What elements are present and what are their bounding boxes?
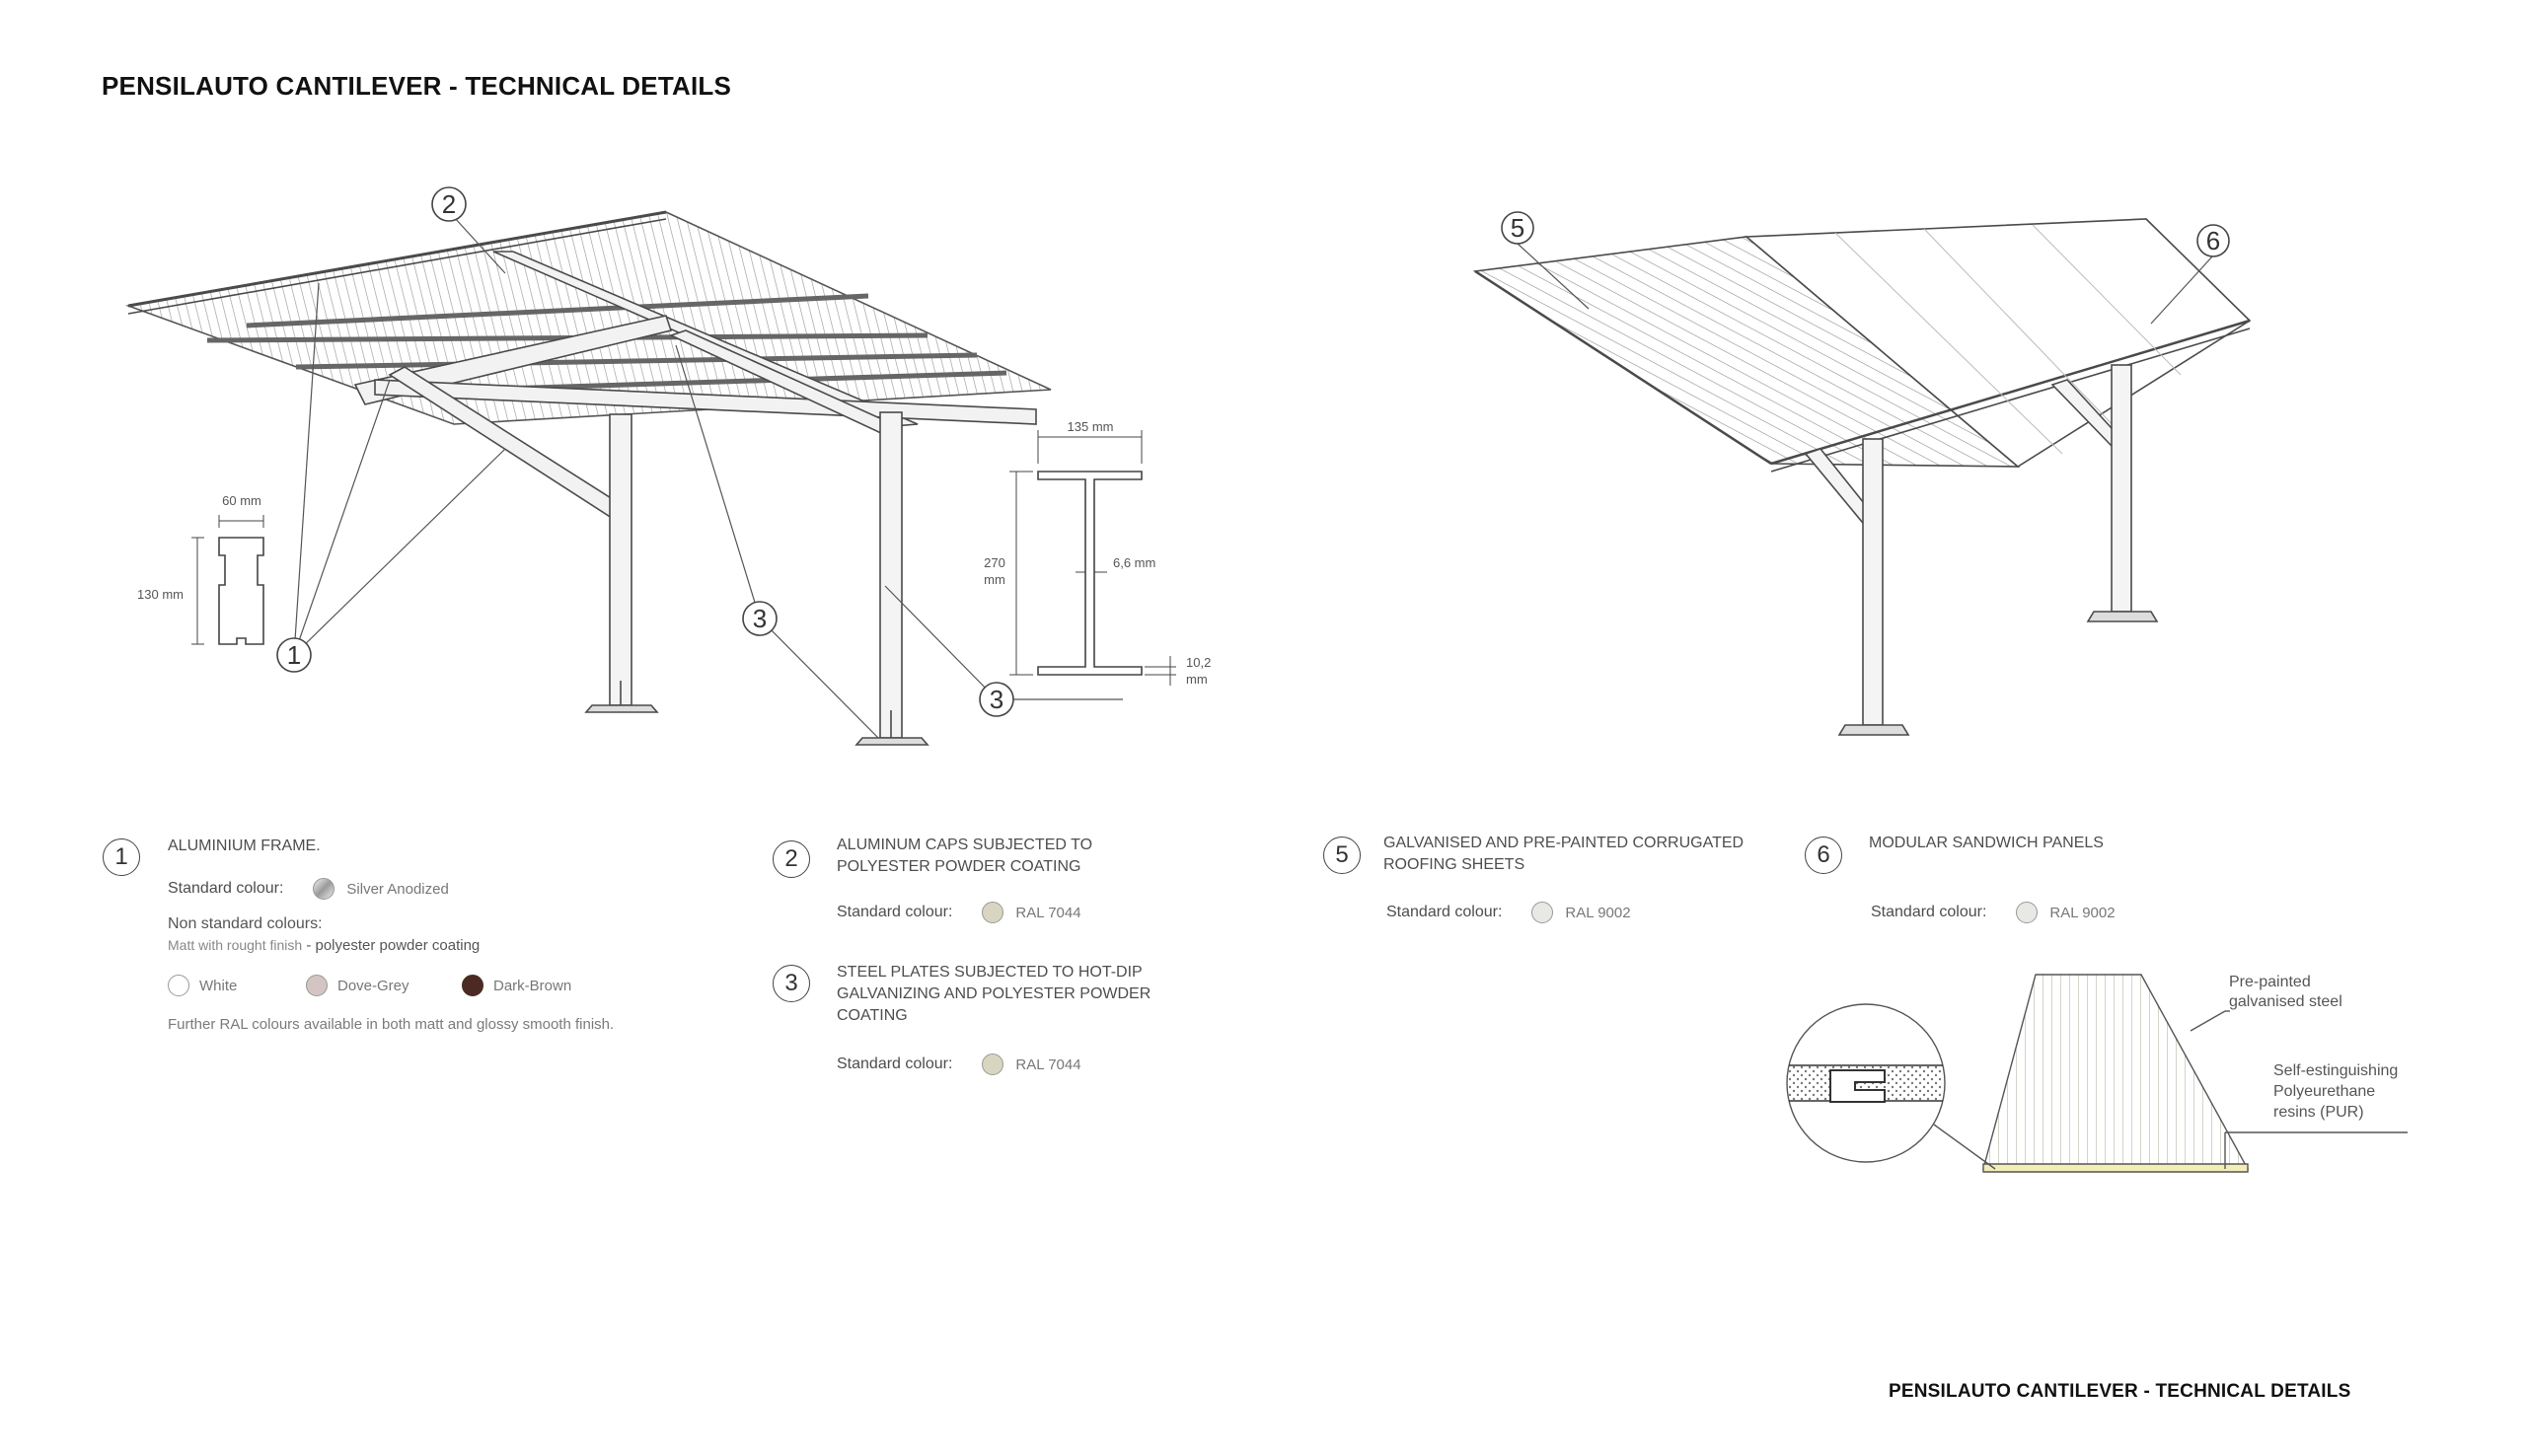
std-colour-value: Silver Anodized: [346, 880, 449, 898]
callout-3b: 3: [979, 682, 1014, 717]
pur-label-2: Polyeurethane: [2273, 1083, 2375, 1100]
nonstd-colours-label: Non standard colours:: [168, 915, 323, 932]
option-dove-grey-label: Dove-Grey: [337, 977, 409, 994]
std-colour-label: Standard colour:: [837, 1056, 953, 1072]
std-colour-value: RAL 9002: [2049, 904, 2116, 921]
frame-width-label: 60 mm: [222, 493, 261, 508]
carport-right-drawing: [1472, 218, 2252, 736]
item-6-badge: 6: [1805, 837, 1842, 874]
pur-label-1: Self-estinguishing: [2273, 1062, 2398, 1079]
std-colour-label: Standard colour:: [837, 904, 953, 920]
item-2-title-line-2: POLYESTER POWDER COATING: [837, 858, 1081, 875]
sandwich-panel-detail: [1786, 974, 2408, 1173]
item-2-title: ALUMINUM CAPS SUBJECTED TO POLYESTER POW…: [837, 835, 1092, 878]
option-white: White: [168, 975, 237, 996]
std-colour-value: RAL 9002: [1565, 904, 1631, 921]
std-colour-label: Standard colour:: [1871, 904, 1987, 920]
nonstd-note: Matt with rought finish - polyester powd…: [168, 937, 480, 954]
item-3-standard-colour: Standard colour: RAL 7044: [837, 1054, 1081, 1075]
item-1-standard-colour: Standard colour: Silver Anodized: [168, 878, 449, 900]
item-1-badge: 1: [103, 838, 140, 876]
svg-text:5: 5: [1511, 213, 1524, 243]
nonstd-note-b: - polyester powder coating: [302, 937, 481, 954]
item-2-title-line-1: ALUMINUM CAPS SUBJECTED TO: [837, 837, 1093, 853]
item-2-standard-colour: Standard colour: RAL 7044: [837, 902, 1081, 923]
option-dove-grey: Dove-Grey: [306, 975, 409, 996]
svg-text:2: 2: [442, 189, 456, 219]
dove-grey-swatch: [306, 975, 328, 996]
option-white-label: White: [199, 977, 238, 994]
callout-6: 6: [2196, 224, 2230, 257]
silver-swatch: [313, 878, 335, 900]
item-3-title-line-1: STEEL PLATES SUBJECTED TO HOT-DIP: [837, 964, 1143, 981]
option-dark-brown-label: Dark-Brown: [493, 977, 572, 994]
item-6-title: MODULAR SANDWICH PANELS: [1869, 835, 2104, 851]
callout-5: 5: [1501, 211, 1534, 245]
page-title: PENSILAUTO CANTILEVER - TECHNICAL DETAIL…: [102, 71, 732, 101]
ral7044-swatch: [982, 902, 1004, 923]
item-5-title-line-2: ROOFING SHEETS: [1383, 856, 1525, 873]
ibeam-height-unit: mm: [984, 572, 1005, 587]
std-colour-value: RAL 7044: [1015, 904, 1081, 921]
frame-section-detail: [191, 515, 264, 645]
ibeam-web-label: 6,6 mm: [1113, 555, 1155, 570]
item-5-standard-colour: Standard colour: RAL 9002: [1386, 902, 1631, 923]
item-3-badge: 3: [773, 965, 810, 1002]
item-3-title-line-2: GALVANIZING AND POLYESTER POWDER: [837, 985, 1152, 1002]
item-5-title: GALVANISED AND PRE-PAINTED CORRUGATED RO…: [1383, 833, 1744, 876]
carport-left-drawing: [124, 210, 1052, 746]
frame-height-label: 130 mm: [137, 587, 184, 602]
std-colour-value: RAL 7044: [1015, 1056, 1081, 1073]
svg-text:3: 3: [990, 685, 1003, 714]
svg-text:6: 6: [2206, 226, 2220, 255]
item-5-title-line-1: GALVANISED AND PRE-PAINTED CORRUGATED: [1383, 835, 1745, 851]
item-3-title-line-3: COATING: [837, 1007, 908, 1024]
svg-text:3: 3: [753, 604, 767, 633]
item-3-title: STEEL PLATES SUBJECTED TO HOT-DIP GALVAN…: [837, 962, 1151, 1027]
callout-3a: 3: [742, 601, 778, 636]
ral9002-swatch: [1531, 902, 1554, 923]
callout-1: 1: [276, 637, 312, 673]
item-1-title: ALUMINIUM FRAME.: [168, 837, 321, 854]
std-colour-label: Standard colour:: [1386, 904, 1503, 920]
item-6-standard-colour: Standard colour: RAL 9002: [1871, 902, 2116, 923]
item-2-badge: 2: [773, 840, 810, 878]
ibeam-flange-unit: mm: [1186, 672, 1208, 687]
ibeam-flange-num: 10,2: [1186, 655, 1211, 670]
dark-brown-swatch: [462, 975, 483, 996]
footer-title: PENSILAUTO CANTILEVER - TECHNICAL DETAIL…: [1889, 1381, 2351, 1402]
white-swatch: [168, 975, 189, 996]
steel-label-2: galvanised steel: [2229, 993, 2342, 1010]
item-5-badge: 5: [1323, 837, 1361, 874]
pur-label-3: resins (PUR): [2273, 1104, 2364, 1121]
option-dark-brown: Dark-Brown: [462, 975, 571, 996]
nonstd-note-a: Matt with rought finish: [168, 937, 303, 953]
ral-note: Further RAL colours available in both ma…: [168, 1016, 615, 1033]
ral9002-swatch: [2016, 902, 2039, 923]
ibeam-width-label: 135 mm: [1068, 419, 1114, 434]
std-colour-label: Standard colour:: [168, 880, 284, 897]
svg-text:1: 1: [287, 640, 301, 670]
ibeam-height-num: 270: [984, 555, 1005, 570]
ral7044-swatch: [982, 1054, 1004, 1075]
steel-label-1: Pre-painted: [2229, 974, 2311, 990]
ibeam-section-detail: [1009, 430, 1176, 686]
callout-2: 2: [431, 186, 467, 222]
